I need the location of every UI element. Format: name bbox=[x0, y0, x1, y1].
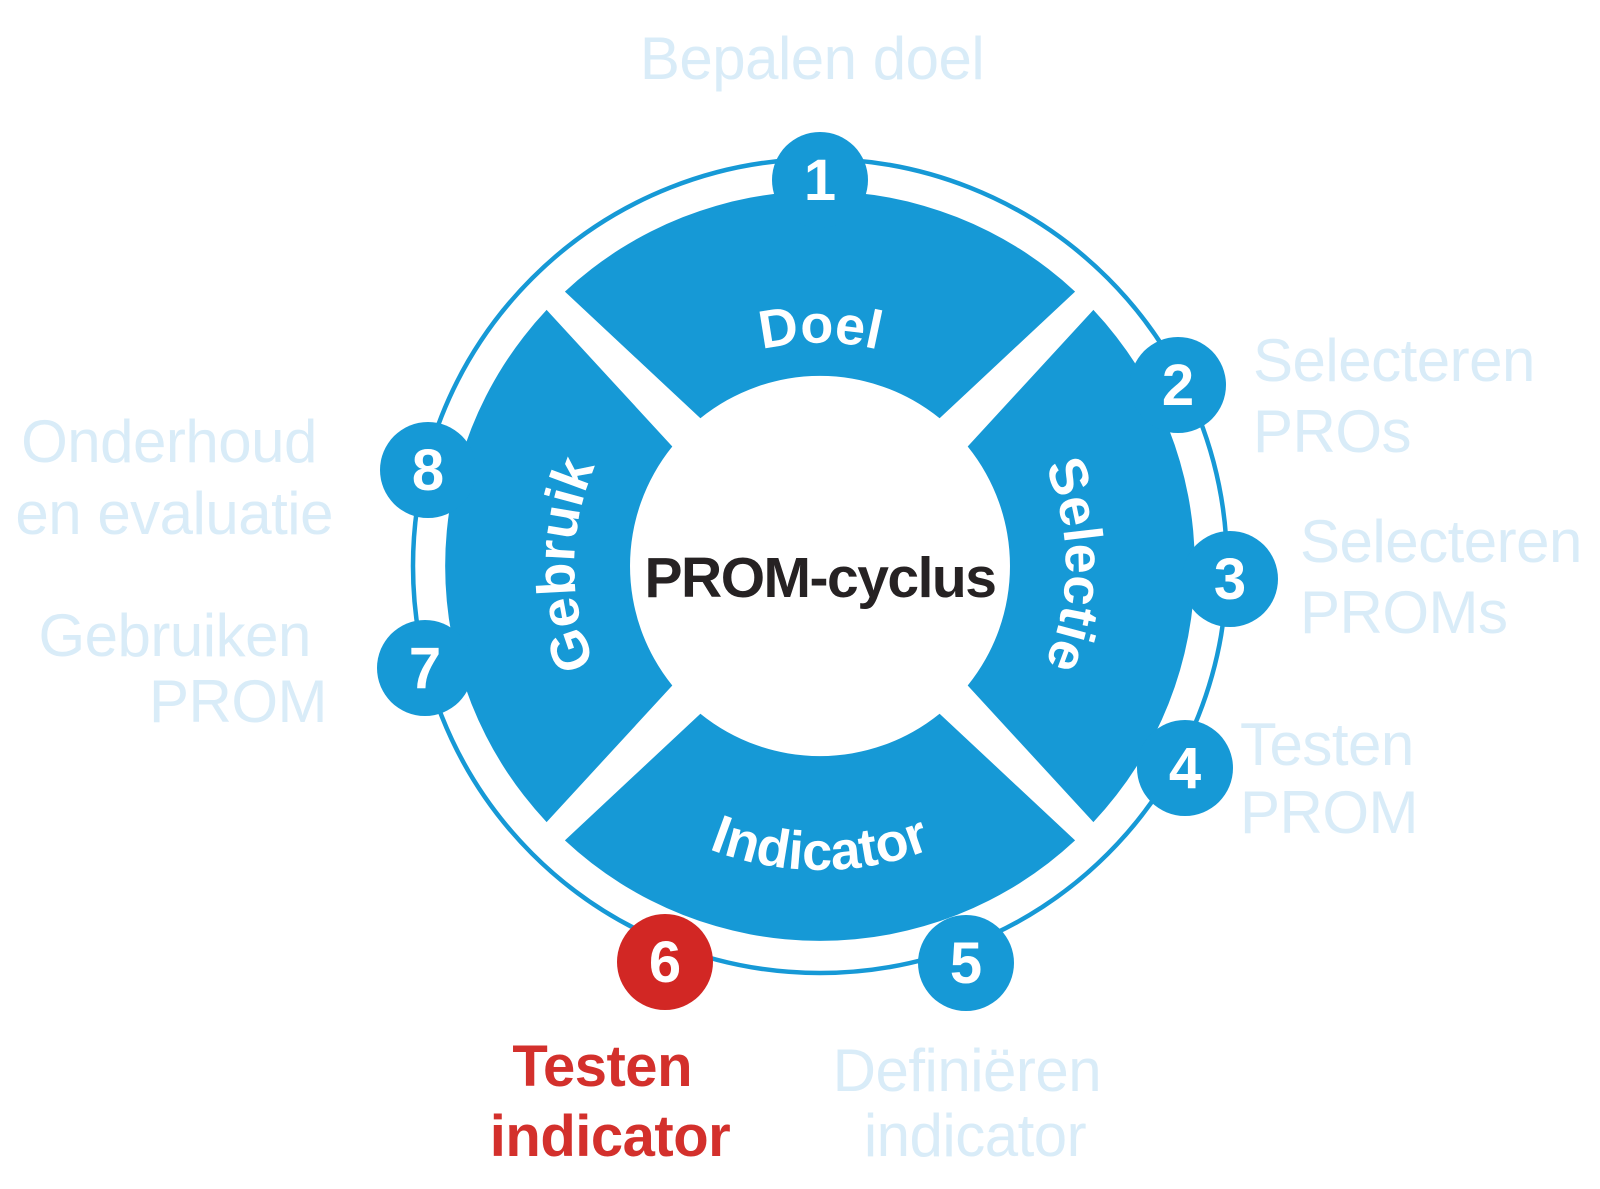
badge-5-circle bbox=[918, 915, 1014, 1011]
label-step-4-line-1: Testen bbox=[1240, 711, 1414, 778]
badge-step-6-highlighted: 6 bbox=[617, 914, 713, 1010]
label-step-4: Testen PROM bbox=[1240, 711, 1430, 846]
label-step-3-line-1: Selecteren bbox=[1300, 508, 1582, 575]
outer-step-labels: Bepalen doel Selecteren PROs Selecteren … bbox=[15, 25, 1598, 1169]
badge-4-circle bbox=[1137, 720, 1233, 816]
label-step-7-line-1: Gebruiken bbox=[39, 602, 311, 669]
badge-6-number: 6 bbox=[649, 930, 681, 995]
label-step-8-line-1: Onderhoud bbox=[21, 408, 317, 475]
label-step-6-line-2: indicator bbox=[490, 1104, 730, 1169]
quadrant-label-doel: Doel bbox=[754, 294, 888, 361]
badge-step-7: 7 bbox=[377, 620, 473, 716]
badge-7-number: 7 bbox=[409, 636, 441, 701]
badge-1-circle bbox=[772, 132, 868, 228]
badge-2-number: 2 bbox=[1162, 353, 1194, 418]
label-step-3-line-2: PROMs bbox=[1300, 579, 1508, 646]
badge-3-number: 3 bbox=[1214, 547, 1246, 612]
wheel bbox=[445, 191, 1195, 941]
label-step-4-line-2: PROM bbox=[1240, 779, 1418, 846]
label-step-6-highlighted: Testen indicator bbox=[490, 1034, 730, 1169]
badge-2-circle bbox=[1130, 337, 1226, 433]
label-step-7-line-2: PROM bbox=[149, 668, 327, 735]
quadrant-indicator bbox=[564, 713, 1076, 941]
step-badges: 1 2 3 4 5 6 7 bbox=[377, 132, 1278, 1011]
badge-step-5: 5 bbox=[918, 915, 1014, 1011]
label-step-8-line-2: en evaluatie bbox=[15, 480, 333, 547]
badge-step-2: 2 bbox=[1130, 337, 1226, 433]
badge-step-1: 1 bbox=[772, 132, 868, 228]
label-step-5: Definiëren indicator bbox=[833, 1037, 1118, 1169]
center-title: PROM-cyclus bbox=[645, 546, 996, 610]
label-step-2-line-2: PROs bbox=[1253, 398, 1411, 465]
badge-step-8: 8 bbox=[380, 422, 476, 518]
badge-1-number: 1 bbox=[804, 148, 836, 213]
label-step-7: Gebruiken PROM bbox=[39, 602, 328, 735]
quadrant-gebruik bbox=[445, 309, 673, 823]
label-step-5-line-1: Definiëren bbox=[833, 1037, 1102, 1104]
badge-7-circle bbox=[377, 620, 473, 716]
badge-8-circle bbox=[380, 422, 476, 518]
badge-step-3: 3 bbox=[1182, 531, 1278, 627]
badge-step-4: 4 bbox=[1137, 720, 1233, 816]
quadrant-selectie bbox=[967, 309, 1195, 823]
label-step-5-line-2: indicator bbox=[864, 1102, 1086, 1169]
badge-8-number: 8 bbox=[412, 438, 444, 503]
badge-3-circle bbox=[1182, 531, 1278, 627]
label-step-6-line-1: Testen bbox=[512, 1034, 692, 1099]
badge-6-circle bbox=[617, 914, 713, 1010]
label-step-2: Selecteren PROs bbox=[1253, 327, 1551, 465]
badge-5-number: 5 bbox=[950, 931, 982, 996]
label-step-3: Selecteren PROMs bbox=[1300, 508, 1598, 646]
label-step-2-line-1: Selecteren bbox=[1253, 327, 1535, 394]
label-step-1: Bepalen doel bbox=[640, 25, 984, 92]
badge-4-number: 4 bbox=[1169, 736, 1201, 801]
label-step-8: Onderhoud en evaluatie bbox=[15, 408, 333, 547]
quadrant-doel bbox=[564, 191, 1076, 419]
